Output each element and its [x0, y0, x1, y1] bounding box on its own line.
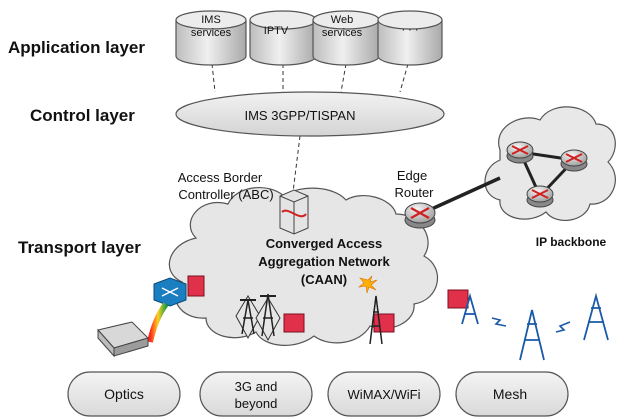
optics-switch-icon — [153, 277, 187, 307]
control-platform: IMS 3GPP/TISPAN — [175, 91, 445, 137]
service-label-web-line2: services — [322, 27, 363, 39]
access-tech-wimax-label: WiMAX/WiFi — [348, 387, 421, 402]
access-tech-mesh-label: Mesh — [493, 386, 527, 402]
ip-backbone-cloud: IP backbone — [484, 106, 616, 249]
abc-label-line1: Access Border — [178, 170, 263, 185]
mesh-tower-icon — [583, 292, 609, 341]
abc-label-line2: Controller (ABC) — [178, 187, 273, 202]
ip-backbone-label: IP backbone — [536, 235, 607, 249]
caan-cloud: Converged Access Aggregation Network (CA… — [168, 187, 439, 346]
service-cylinder-web: Web services — [312, 10, 380, 66]
edge-router-label-line2: Router — [394, 185, 434, 200]
access-tech-3g: 3G and beyond — [199, 371, 313, 417]
access-tech-3g-label-line1: 3G and — [235, 379, 278, 394]
access-tech-wimax: WiMAX/WiFi — [327, 371, 441, 417]
router-icon — [526, 185, 554, 208]
cell-tower-icon — [255, 293, 281, 342]
caan-label-line1: Converged Access — [266, 236, 383, 251]
service-label-more: · · · — [401, 24, 418, 36]
service-label-ims-line1: IMS — [201, 14, 221, 26]
control-platform-label: IMS 3GPP/TISPAN — [244, 108, 355, 123]
service-control-links — [211, 63, 409, 193]
access-tech-optics: Optics — [67, 371, 181, 417]
service-cylinder-iptv: IPTV — [249, 10, 317, 66]
mesh-tower-icon — [519, 309, 545, 361]
caan-label-line3: (CAAN) — [301, 272, 347, 287]
optics-modem-icon — [97, 321, 149, 358]
access-tech-optics-label: Optics — [104, 386, 144, 402]
access-tech-3g-label-line2: beyond — [235, 396, 278, 411]
edge-router-label-line1: Edge — [397, 168, 427, 183]
service-cylinder-more: · · · — [377, 10, 443, 66]
3g-node-box — [283, 313, 305, 333]
mesh-node-box — [447, 289, 469, 309]
edge-backbone-link — [424, 176, 501, 214]
optics-fiber-link — [147, 302, 169, 343]
transport-layer-label: Transport layer — [18, 238, 141, 257]
service-label-web-line1: Web — [331, 14, 353, 26]
optics-node-box — [187, 275, 205, 297]
router-icon — [560, 149, 588, 172]
wireless-link-icon — [491, 317, 507, 327]
service-label-iptv: IPTV — [264, 25, 289, 37]
wimax-node-box — [373, 313, 395, 333]
wireless-link-icon — [555, 321, 571, 333]
access-tech-mesh: Mesh — [455, 371, 569, 417]
application-layer-label: Application layer — [8, 38, 145, 57]
spark-icon — [357, 275, 378, 294]
abc-server-icon — [279, 189, 309, 235]
service-label-ims-line2: services — [191, 27, 232, 39]
router-icon — [506, 141, 534, 164]
caan-label-line2: Aggregation Network — [258, 254, 390, 269]
service-cylinder-ims: IMS services — [175, 10, 247, 66]
edge-router-icon — [404, 202, 436, 229]
control-layer-label: Control layer — [30, 106, 135, 125]
mesh-tower-icon — [461, 292, 479, 325]
wimax-tower-icon — [369, 295, 383, 345]
